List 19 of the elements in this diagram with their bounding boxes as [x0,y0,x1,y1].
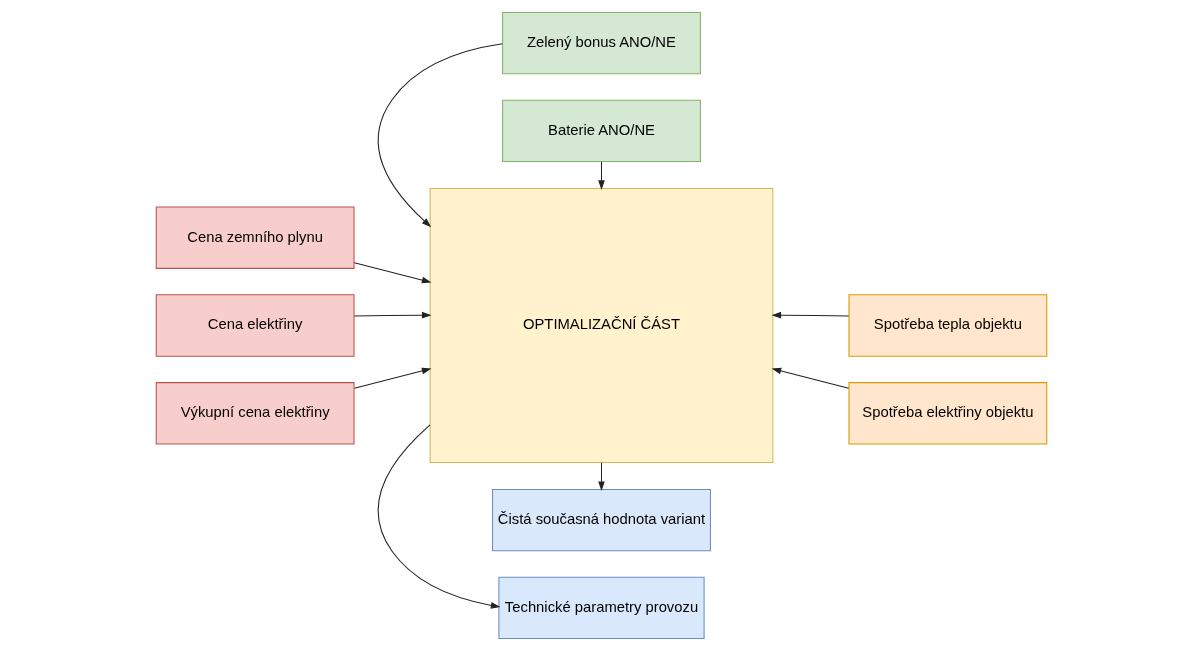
arrow [598,161,605,190]
node-box: Baterie ANO/NE [502,99,701,163]
node-box: OPTIMALIZAČNÍ ČÁST [429,188,774,463]
arrow [598,462,605,491]
node-box: Čistá současná hodnota variant [492,488,711,552]
node-box: Cena zemního plynu [155,206,355,269]
arrow [771,367,850,389]
node-box: Zelený bonus ANO/NE [502,11,701,75]
node-box: Technické parametry provozu [498,576,705,640]
arrow [353,367,432,389]
node-box: Výkupní cena elektřiny [155,382,355,445]
node-box: Cena elektřiny [155,294,355,357]
arrow [771,311,850,319]
node-box: Spotřeba tepla objektu [848,294,1048,357]
arrow [377,424,501,609]
arrow [377,43,503,228]
arrow [353,262,432,284]
arrow [353,311,432,319]
node-box: Spotřeba elektřiny objektu [848,382,1048,445]
